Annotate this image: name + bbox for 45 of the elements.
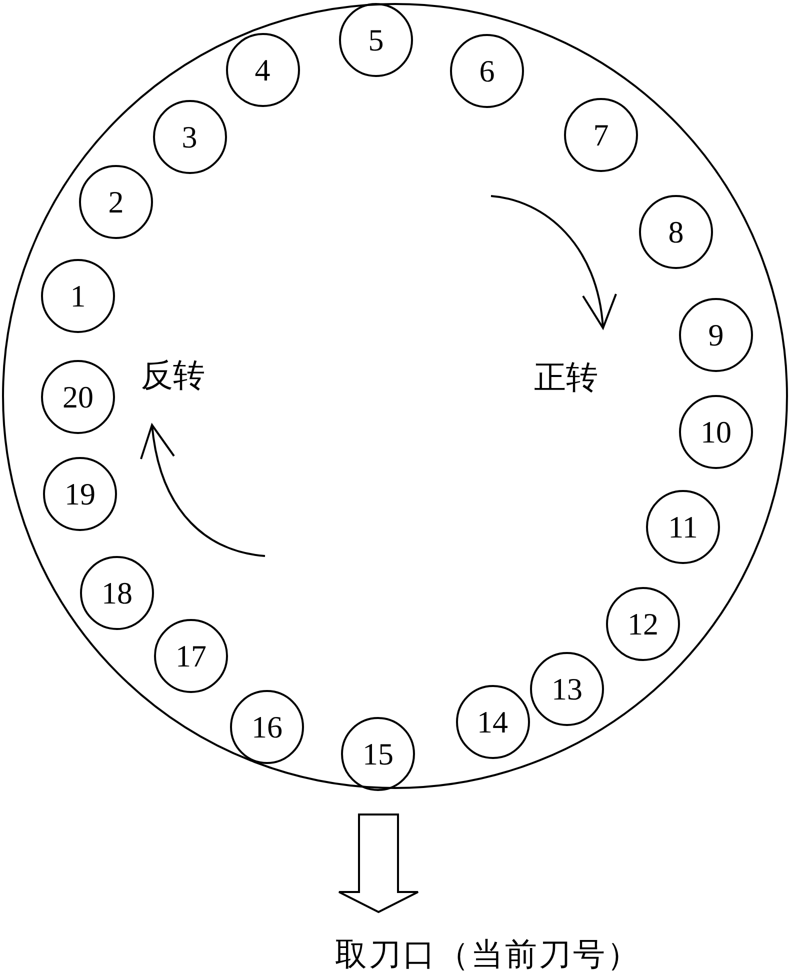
tool-pocket-circle [456, 685, 530, 759]
tool-pocket-circle [341, 717, 415, 791]
tool-number: 4 [254, 54, 270, 85]
tool-number: 15 [362, 738, 394, 770]
tool-number: 7 [593, 119, 609, 150]
tool-pocket-circle [79, 165, 153, 239]
tool-pocket-circle [43, 457, 117, 531]
pickup-port-label: 取刀口（当前刀号） [335, 938, 641, 972]
tool-pocket-circle [154, 619, 228, 693]
tool-number: 3 [182, 122, 198, 152]
rotation-label: 正转 [534, 361, 598, 395]
tool-number: 6 [479, 56, 495, 86]
tool-number: 1 [70, 280, 86, 312]
tool-number: 11 [668, 512, 698, 542]
tool-pocket-circle [41, 259, 115, 333]
tool-number: 19 [64, 478, 96, 510]
tool-pocket-circle [679, 298, 753, 372]
tool-number: 14 [477, 706, 508, 738]
tool-pocket-circle [80, 556, 154, 630]
tool-number: 2 [108, 186, 124, 218]
hollow-arrow [338, 814, 419, 914]
tool-number: 17 [176, 640, 206, 672]
tool-pocket-circle [152, 100, 226, 174]
tool-number: 9 [708, 320, 724, 350]
tool-pocket-circle [41, 360, 115, 434]
tool-pocket-circle [530, 652, 604, 726]
tool-pocket-circle [230, 690, 304, 764]
tool-number: 8 [668, 216, 684, 248]
tool-pocket-circle [339, 2, 413, 76]
tool-number: 18 [102, 578, 132, 608]
tool-magazine-disc [2, 2, 788, 788]
tool-pocket-circle [646, 490, 720, 564]
tool-pocket-circle [226, 32, 300, 106]
tool-number: 12 [628, 608, 658, 640]
tool-number: 16 [252, 712, 282, 742]
tool-pocket-circle [606, 587, 680, 661]
tool-number: 10 [700, 416, 732, 448]
tool-pocket-circle [679, 395, 753, 469]
tool-number: 20 [62, 382, 94, 412]
tool-pocket-circle [564, 98, 638, 172]
tool-pocket-circle [450, 34, 524, 108]
tool-number: 13 [552, 674, 582, 704]
rotation-label: 反转 [141, 359, 205, 393]
tool-number: 5 [368, 24, 384, 55]
tool-pocket-circle [639, 195, 713, 269]
